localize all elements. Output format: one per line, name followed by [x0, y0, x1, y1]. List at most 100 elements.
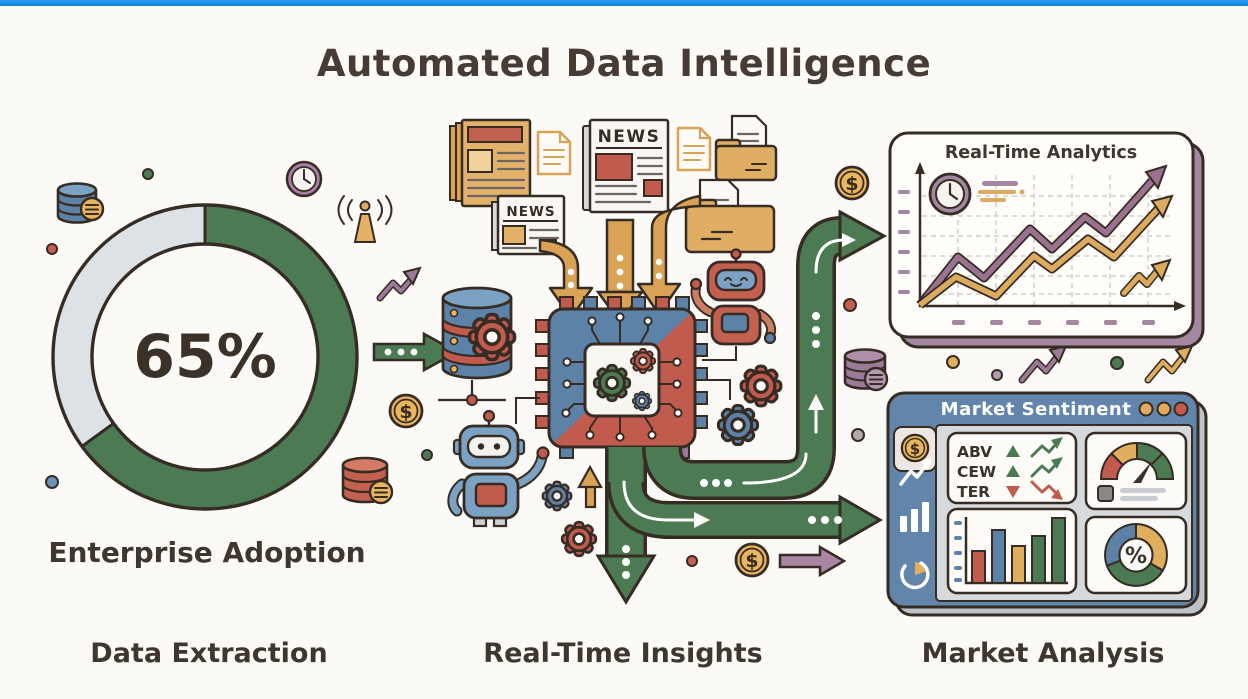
page-title: Automated Data Intelligence — [316, 42, 932, 85]
trend-arrow-icon — [899, 458, 932, 486]
robot-icon — [447, 409, 550, 528]
newspaper-icon — [449, 118, 532, 208]
gear-icon — [739, 364, 783, 408]
bar-chart-icon — [900, 502, 929, 532]
dollar-coin-icon: $ — [388, 393, 424, 429]
ticker-symbol: CEW — [957, 463, 996, 481]
axis-ticks — [898, 190, 1155, 325]
database-icon — [56, 182, 105, 224]
dollar-coin-icon: $ — [900, 433, 930, 463]
flow-path-decorations — [622, 233, 856, 579]
gauge-caption-line — [1120, 496, 1158, 501]
gear-icon — [467, 312, 517, 362]
up-triangle-icon — [1006, 445, 1020, 457]
section-label-market-analysis: Market Analysis — [921, 638, 1165, 669]
up-arrow-icon — [577, 464, 603, 509]
ticker-card: ABV CEW TER — [946, 431, 1078, 505]
connector-lines — [515, 346, 737, 424]
accent-dot — [843, 298, 857, 312]
gauge-needle — [1133, 461, 1152, 483]
section-label-realtime-insights: Real-Time Insights — [483, 638, 763, 669]
flow-path-up-right — [642, 209, 888, 500]
ticker-symbol: TER — [957, 483, 990, 501]
gauge-caption-line — [1120, 488, 1166, 493]
accent-dot — [142, 168, 154, 180]
trend-arrow-icon — [1120, 258, 1172, 297]
bar-axis-dashes — [954, 521, 962, 582]
gear-icon — [631, 390, 653, 412]
gear-icon — [630, 348, 656, 374]
accent-dot — [991, 369, 1003, 381]
accent-dot — [686, 555, 698, 567]
cpu-chip-icon — [535, 296, 708, 459]
line-series-gold — [917, 194, 1174, 309]
gauge-card — [1084, 431, 1188, 511]
sidebar: $ — [893, 426, 937, 590]
refresh-icon — [900, 561, 930, 590]
trend-arrow-icon — [1144, 344, 1194, 384]
gear-icon — [541, 480, 573, 512]
news-masthead: NEWS — [506, 204, 555, 220]
document-icon — [676, 126, 712, 172]
sentiment-panel-title: Market Sentiment — [941, 399, 1132, 420]
database-icon — [843, 348, 889, 392]
database-icon — [341, 456, 394, 505]
analytics-panel: Real-Time Analytics — [888, 131, 1205, 349]
news-newspaper-icon: NEWS — [582, 118, 670, 214]
accent-dot — [946, 355, 960, 369]
accent-dot — [45, 475, 59, 489]
folder-icon — [684, 178, 776, 254]
chart-grid — [922, 175, 1172, 306]
up-triangle-icon — [1006, 465, 1020, 477]
accent-dot — [421, 449, 433, 461]
window-dots-icon — [1138, 401, 1189, 417]
trend-arrow-icon — [1030, 457, 1063, 478]
adoption-donut-chart — [51, 203, 359, 511]
bars — [971, 517, 1066, 584]
donut-chart-card: % — [1084, 515, 1188, 595]
news-newspaper-icon: NEWS — [491, 194, 566, 256]
donut-caption: Enterprise Adoption — [48, 536, 366, 569]
gauge-caption-square — [1097, 485, 1114, 502]
gear-icon — [592, 363, 632, 403]
bar-chart-card — [946, 507, 1078, 595]
top-accent-bar — [0, 0, 1248, 6]
dollar-coin-icon: $ — [734, 542, 770, 578]
ticker-symbol: ABV — [957, 443, 992, 461]
accent-dot — [851, 428, 865, 442]
trend-arrow-icon — [1030, 480, 1063, 500]
chart-legend — [978, 181, 1025, 202]
document-icon — [536, 130, 572, 176]
accent-dot — [46, 243, 58, 255]
donut-value-label: 65% — [133, 322, 277, 392]
gear-icon — [560, 520, 598, 558]
ingest-arrow-icon — [636, 194, 702, 316]
flow-arrow-icon — [372, 331, 460, 373]
robot-icon — [689, 248, 777, 346]
dollar-glyph: $ — [745, 550, 758, 572]
dollar-glyph: $ — [399, 401, 412, 423]
trend-arrow-icon — [1018, 344, 1068, 384]
block-arrow-icon — [778, 544, 847, 578]
gear-icon — [716, 403, 760, 447]
clock-icon — [285, 160, 323, 198]
clock-icon — [928, 172, 972, 216]
dollar-coin-icon: $ — [834, 165, 870, 201]
donut-chart-icon — [1104, 522, 1168, 587]
dollar-glyph: $ — [910, 440, 920, 458]
down-triangle-icon — [1006, 486, 1020, 498]
analytics-panel-title: Real-Time Analytics — [945, 143, 1137, 163]
folder-icon — [714, 114, 778, 182]
trend-arrow-icon — [1030, 437, 1063, 458]
chart-axes — [915, 162, 1186, 311]
gauge-icon — [1099, 441, 1175, 480]
antenna-icon — [337, 195, 393, 243]
section-label-data-extraction: Data Extraction — [90, 638, 328, 669]
news-masthead: NEWS — [598, 127, 661, 147]
sentiment-panel: Market Sentiment $ — [886, 391, 1208, 617]
dollar-glyph: $ — [845, 173, 858, 195]
donut-center-label: % — [1125, 544, 1147, 569]
line-series-mauve — [916, 164, 1168, 308]
